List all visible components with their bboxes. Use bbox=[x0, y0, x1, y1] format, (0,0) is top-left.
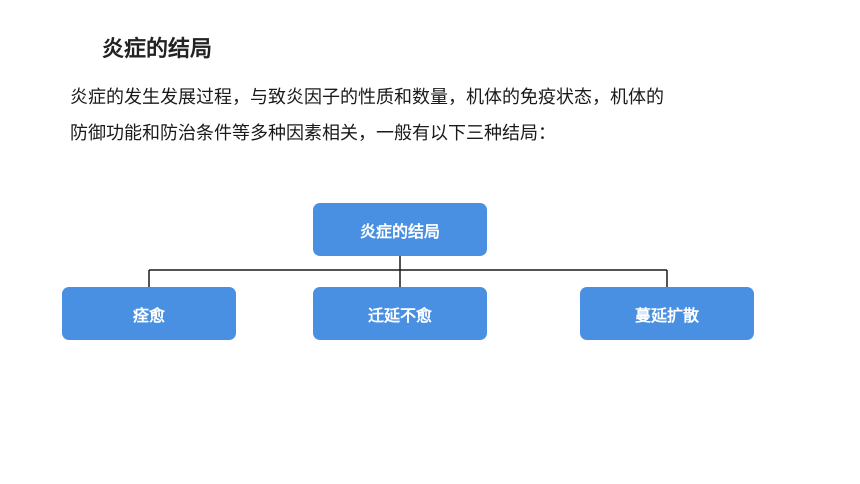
child-node-recovery: 痊愈 bbox=[62, 287, 236, 340]
slide-title: 炎症的结局 bbox=[102, 37, 213, 62]
paragraph-line-2: 防御功能和防治条件等多种因素相关，一般有以下三种结局： bbox=[70, 123, 556, 144]
intro-paragraph: 炎症的发生发展过程，与致炎因子的性质和数量，机体的免疫状态，机体的 防御功能和防… bbox=[70, 80, 810, 152]
paragraph-line-1: 炎症的发生发展过程，与致炎因子的性质和数量，机体的免疫状态，机体的 bbox=[70, 87, 664, 108]
root-node: 炎症的结局 bbox=[313, 203, 487, 256]
child-node-spread: 蔓延扩散 bbox=[580, 287, 754, 340]
child-node-chronic: 迁延不愈 bbox=[313, 287, 487, 340]
